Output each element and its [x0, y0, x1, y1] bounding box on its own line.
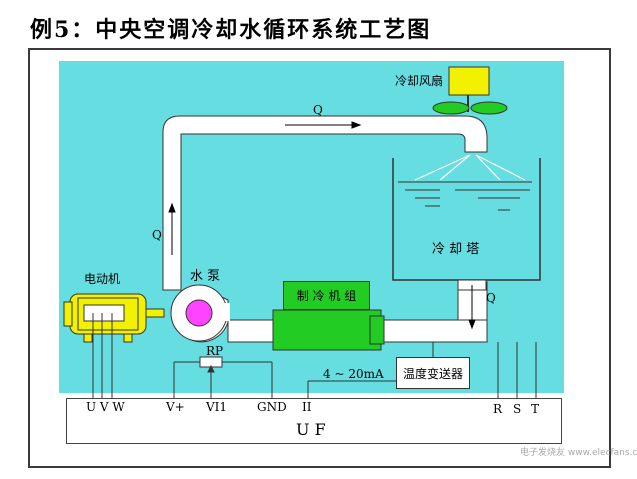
control-wiring [173, 342, 537, 398]
terminal-vi1: VI1 [206, 400, 228, 414]
fan-blade-left [432, 101, 470, 115]
terminal-r: R [493, 402, 503, 416]
cooling-tower-body [393, 176, 540, 280]
terminal-gnd: GND [257, 400, 287, 414]
motor-terminal-box [83, 304, 125, 322]
watermark: 电子发烧友 www.elecfans.com [520, 448, 637, 458]
current-signal-label: 4 ~ 20mA [323, 367, 384, 381]
temperature-transmitter: 温度变送器 [396, 357, 470, 389]
terminal-v-plus: V+ [166, 400, 185, 414]
cooling-tower [392, 154, 541, 291]
inverter-label: U F [296, 420, 326, 439]
flow-arrows [168, 121, 476, 330]
page-title: 例5：中央空调冷却水循环系统工艺图 [30, 17, 432, 43]
terminal-t: T [531, 402, 540, 416]
pipe-left-vertical [162, 115, 488, 291]
terminal-uvw: U V W [86, 400, 125, 414]
rp-label: RP [206, 344, 224, 358]
cooling-tower-label: 冷 却 塔 [432, 242, 480, 257]
chiller-base [272, 309, 382, 351]
cooling-fan [432, 66, 508, 115]
electric-motor [63, 293, 165, 398]
fan-motor-head [448, 66, 490, 96]
motor-label: 电动机 [84, 272, 121, 286]
pump-label: 水 泵 [190, 269, 221, 284]
flow-label-right: Q [486, 291, 496, 305]
chiller-label: 制 冷 机 组 [283, 281, 370, 310]
inverter-uf [66, 398, 562, 444]
water-pump [170, 284, 230, 343]
terminal-ii: II [302, 400, 312, 414]
fan-blade-right [470, 101, 508, 115]
flow-label-top: Q [313, 103, 323, 117]
flow-label-left: Q [152, 228, 162, 242]
cooling-fan-label: 冷却风扇 [395, 74, 444, 88]
pump-impeller [185, 299, 213, 327]
chiller-unit [272, 309, 385, 351]
terminal-s: S [513, 402, 522, 416]
